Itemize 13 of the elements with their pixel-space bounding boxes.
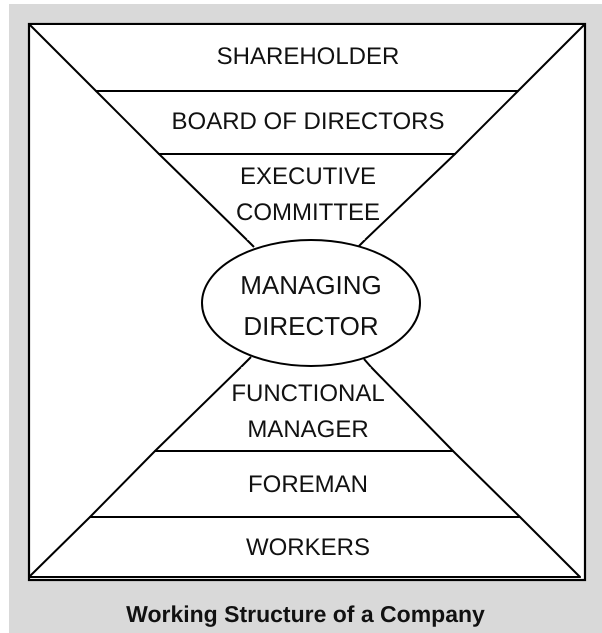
trapezoid-band — [155, 367, 453, 451]
ellipse-node — [202, 240, 420, 366]
node-label: BOARD OF DIRECTORS — [170, 107, 446, 137]
trapezoid-band — [90, 451, 520, 517]
node-label: FOREMAN — [247, 470, 369, 500]
node-label: FUNCTIONAL MANAGER — [230, 379, 386, 445]
node-label: EXECUTIVE COMMITTEE — [235, 162, 381, 228]
node-label: WORKERS — [244, 533, 371, 563]
node-label: MANAGING DIRECTOR — [239, 269, 383, 343]
trapezoid-band — [96, 91, 518, 154]
node-label: SHAREHOLDER — [216, 42, 400, 72]
trapezoid-band — [159, 154, 455, 240]
caption: Working Structure of a Company — [125, 601, 486, 628]
